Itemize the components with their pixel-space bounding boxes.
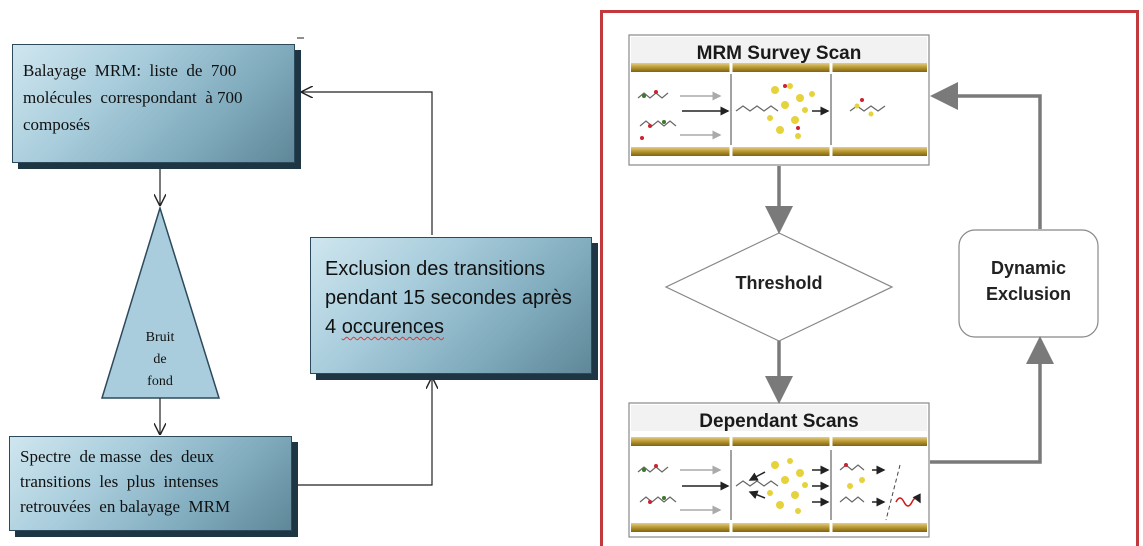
exclusion-line3: 4 occurences [325, 313, 577, 342]
bruit-line2: de [153, 352, 167, 367]
dynamic-line1: Dynamic [990, 258, 1067, 278]
balayage-line1: Balayage MRM: liste de 700 [23, 61, 237, 80]
bruit-line3: fond [147, 374, 173, 389]
exclusion-line2: pendant 15 secondes après [325, 287, 572, 309]
survey-scan-title: MRM Survey Scan [696, 43, 862, 64]
spectre-line3: retrouvées en balayage MRM [20, 497, 231, 516]
survey-scan-box [628, 34, 930, 166]
exclusion-line1: Exclusion des transitions [325, 258, 546, 280]
right-diagram [628, 34, 1099, 538]
spectre-box: Spectre de masse des deux transitions le… [9, 436, 292, 531]
arrow-exclusion-to-balayage [302, 92, 433, 235]
arrow-exclusion-to-survey [930, 82, 1042, 229]
spectre-line2: transitions les plus intenses [20, 472, 219, 491]
dynamic-exclusion-label: Dynamic Exclusion [959, 255, 1098, 307]
arrow-spectre-to-exclusion [298, 378, 432, 486]
survey-rods-top [631, 63, 927, 72]
left-connectors [100, 37, 600, 486]
dependant-rods-bottom [631, 523, 927, 532]
exclusion-box: Exclusion des transitions pendant 15 sec… [310, 237, 592, 374]
bruit-line1: Bruit [145, 330, 175, 345]
right-panel [600, 10, 1139, 546]
dependant-scans-box [628, 402, 930, 538]
bruit-label: Bruit de fond [130, 327, 190, 393]
arrow-dependant-to-exclusion [930, 336, 1054, 464]
spectre-line1: Spectre de masse des deux [20, 447, 215, 466]
dynamic-line2: Exclusion [985, 284, 1072, 304]
exclusion-count: 4 [325, 316, 337, 338]
balayage-line2: molécules correspondant à 700 [23, 88, 243, 107]
balayage-box: Balayage MRM: liste de 700 molécules cor… [12, 44, 295, 163]
survey-molecules [637, 83, 886, 140]
balayage-line3: composés [23, 115, 91, 134]
dependant-scans-title: Dependant Scans [699, 411, 859, 432]
threshold-label: Threshold [735, 273, 823, 293]
dependant-molecules [637, 458, 921, 521]
dependant-rods-top [631, 437, 927, 446]
exclusion-occurences: occurences [341, 316, 444, 338]
survey-rods-bottom [631, 147, 927, 156]
